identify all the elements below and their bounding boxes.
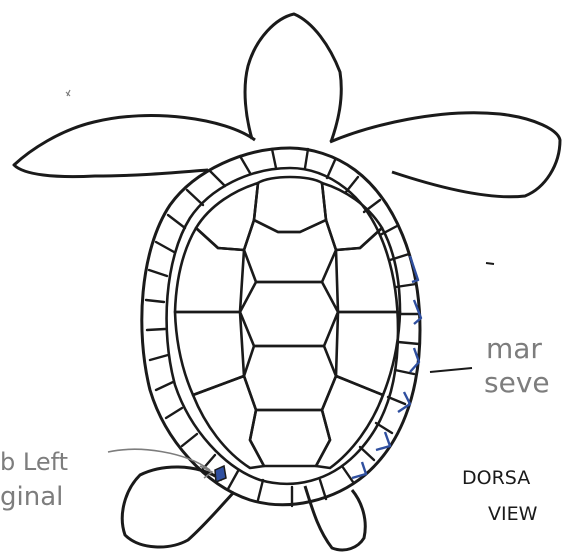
left-label-line2: ginal xyxy=(0,482,63,512)
pencil-dash-mark xyxy=(486,263,494,264)
view-label-line1: DORSA xyxy=(462,467,530,489)
left-label-line1: b Left xyxy=(0,448,68,476)
view-label-line2: VIEW xyxy=(488,503,538,525)
right-label-line2: seve xyxy=(484,366,550,399)
right-label-line1: mar xyxy=(486,332,542,365)
